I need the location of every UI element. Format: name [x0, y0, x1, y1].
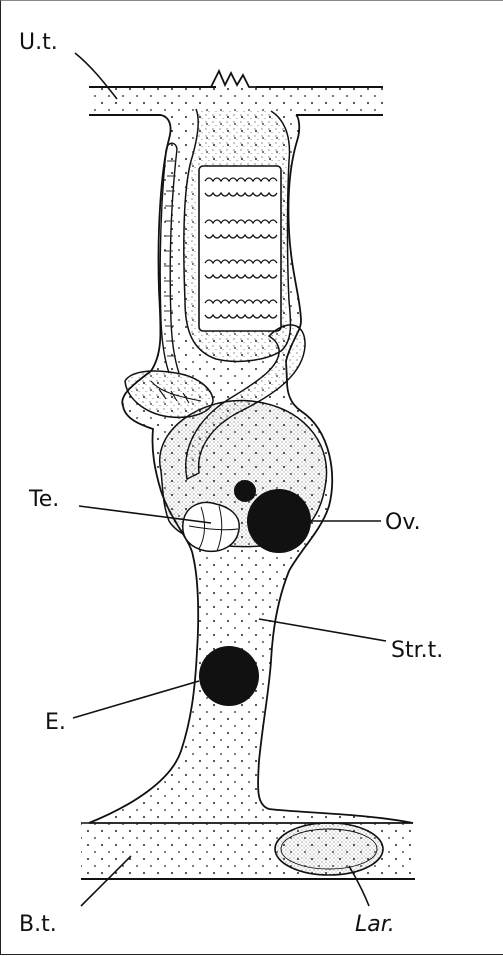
larva: [275, 823, 383, 875]
label-upper-tissue: U.t.: [19, 30, 58, 55]
label-stratum-tissue: Str.t.: [391, 638, 443, 663]
upper-tissue-band: [89, 71, 383, 115]
leader-stratum-tissue: [259, 619, 386, 641]
label-ovary: Ov.: [385, 510, 421, 535]
label-larva: Lar.: [355, 912, 395, 937]
leader-egg: [73, 681, 199, 718]
tentacle-sheath: [184, 109, 291, 361]
egg: [199, 646, 259, 706]
label-basal-tissue: B.t.: [19, 912, 57, 937]
label-egg: E.: [45, 710, 66, 735]
label-testis: Te.: [28, 487, 59, 512]
testis: [183, 502, 239, 551]
